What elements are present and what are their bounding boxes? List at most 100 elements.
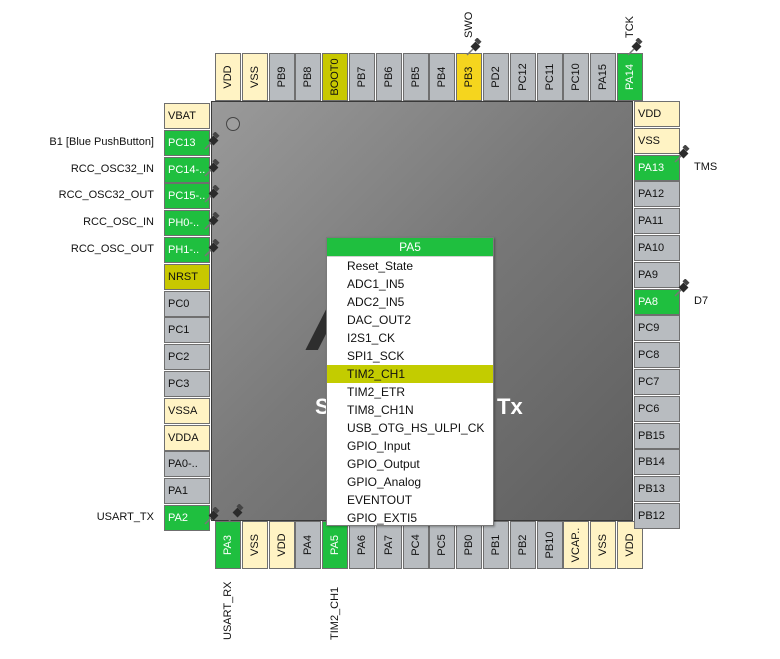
pin-bottom-pb2[interactable]: PB2: [509, 521, 536, 569]
pin-left-pc2[interactable]: PC2: [164, 344, 210, 371]
menu-item-eventout[interactable]: EVENTOUT: [347, 493, 413, 507]
menu-item-spi1-sck[interactable]: SPI1_SCK: [347, 349, 405, 363]
pushpin-icon: [204, 158, 220, 177]
pin-bottom-vss[interactable]: VSS: [590, 521, 617, 569]
pin-left-pc13[interactable]: PC13: [164, 129, 210, 156]
pin-left-vssa[interactable]: VSSA: [164, 397, 210, 424]
pin-bottom-vdd[interactable]: VDD: [268, 521, 295, 569]
pin-left-vdda[interactable]: VDDA: [164, 424, 210, 451]
menu-item-gpio-output[interactable]: GPIO_Output: [347, 457, 420, 471]
pin-label: VDD: [624, 533, 636, 557]
pin-bottom-pa5[interactable]: PA5: [322, 521, 349, 569]
pin-left-ph1[interactable]: PH1-..: [164, 237, 210, 263]
pin-left-ph0[interactable]: PH0-..: [164, 210, 210, 237]
pin-right-pc9[interactable]: PC9: [634, 315, 680, 342]
pin-top-boot0[interactable]: BOOT0: [322, 53, 349, 101]
pin-bottom-vss[interactable]: VSS: [241, 521, 268, 569]
menu-item-gpio-exti5[interactable]: GPIO_EXTI5: [347, 511, 418, 525]
pushpin-icon: [204, 507, 220, 525]
pin-bottom-pa3[interactable]: PA3: [215, 521, 241, 569]
menu-item-gpio-input[interactable]: GPIO_Input: [347, 439, 411, 453]
pin-label: PA10: [638, 242, 665, 254]
pin-left-pc0[interactable]: PC0: [164, 290, 210, 317]
pin-top-pc12[interactable]: PC12: [509, 53, 536, 101]
pin-right-pc8[interactable]: PC8: [634, 342, 680, 369]
pin-right-vdd[interactable]: VDD: [634, 101, 680, 127]
pin-top-pc11[interactable]: PC11: [536, 53, 563, 101]
pin-left-pc15[interactable]: PC15-..: [164, 183, 210, 210]
pin-bottom-pc4[interactable]: PC4: [402, 521, 429, 569]
pushpin-icon: [204, 131, 220, 150]
pin-top-pa15[interactable]: PA15: [590, 53, 617, 101]
pin-right-pb14[interactable]: PB14: [634, 449, 680, 476]
pin-left-pa0[interactable]: PA0-..: [164, 451, 210, 478]
menu-item-reset-state[interactable]: Reset_State: [347, 259, 414, 273]
pin-left-pa2[interactable]: PA2: [164, 505, 210, 531]
menu-item-tim2-ch1[interactable]: TIM2_CH1: [327, 365, 493, 383]
pin-right-pb13[interactable]: PB13: [634, 476, 680, 503]
pin-top-pc10[interactable]: PC10: [563, 53, 590, 101]
pin-label: PA14: [624, 63, 636, 91]
pin-right-pa10[interactable]: PA10: [634, 235, 680, 261]
pin-bottom-pa6[interactable]: PA6: [349, 521, 375, 569]
pin-top-pb3[interactable]: PB3: [456, 53, 483, 101]
pin-left-pa1[interactable]: PA1: [164, 478, 210, 505]
menu-item-tim2-etr[interactable]: TIM2_ETR: [347, 385, 406, 399]
pushpin-icon: [204, 185, 220, 203]
pin-left-pc1[interactable]: PC1: [164, 317, 210, 344]
menu-item-adc2-in5[interactable]: ADC2_IN5: [347, 295, 405, 309]
pin-bottom-pc5[interactable]: PC5: [429, 521, 456, 569]
pin-right-pb12[interactable]: PB12: [634, 503, 680, 529]
signal-label: B1 [Blue PushButton]: [49, 135, 154, 148]
pin-top-pb9[interactable]: PB9: [268, 53, 295, 101]
menu-item-tim8-ch1n[interactable]: TIM8_CH1N: [347, 403, 414, 417]
pin-left-pc14[interactable]: PC14-..: [164, 156, 210, 183]
pin-top-vss[interactable]: VSS: [241, 53, 268, 101]
pin-bottom-vdd[interactable]: VDD: [617, 521, 643, 569]
pin-top-pb4[interactable]: PB4: [429, 53, 456, 101]
pin-bottom-pb10[interactable]: PB10: [536, 521, 563, 569]
pin-right-pa11[interactable]: PA11: [634, 208, 680, 235]
pin-label: NRST: [168, 270, 198, 283]
pin-top-pb7[interactable]: PB7: [349, 53, 375, 101]
pin-label: VDDA: [168, 431, 199, 444]
pin-label: BOOT0: [329, 58, 342, 96]
pin-bottom-vcap[interactable]: VCAP..: [563, 521, 590, 569]
pin-right-pa9[interactable]: PA9: [634, 261, 680, 288]
pin-label: PB8: [302, 66, 315, 88]
signal-label: SWO: [463, 11, 476, 38]
pin-bottom-pa7[interactable]: PA7: [375, 521, 402, 569]
pin-label: PC9: [638, 322, 660, 335]
pin-label: VDD: [275, 533, 288, 557]
pin-right-vss[interactable]: VSS: [634, 127, 680, 154]
menu-item-i2s1-ck[interactable]: I2S1_CK: [347, 331, 396, 345]
pushpin-icon: [674, 144, 690, 163]
pin-top-pd2[interactable]: PD2: [483, 53, 509, 101]
pin-left-vbat[interactable]: VBAT: [164, 103, 210, 129]
pin-bottom-pb1[interactable]: PB1: [483, 521, 509, 569]
pin-right-pb15[interactable]: PB15: [634, 422, 680, 449]
pin-left-nrst[interactable]: NRST: [164, 263, 210, 290]
pin-top-pb8[interactable]: PB8: [295, 53, 322, 101]
pin-top-pb5[interactable]: PB5: [402, 53, 429, 101]
pin-label: VCAP..: [570, 527, 583, 563]
pin-right-pa13[interactable]: PA13: [634, 154, 680, 181]
menu-item-dac-out2[interactable]: DAC_OUT2: [347, 313, 412, 327]
menu-item-usb-otg-hs-ulpi-ck[interactable]: USB_OTG_HS_ULPI_CK: [347, 421, 485, 435]
pin-top-pa14[interactable]: PA14: [617, 53, 643, 101]
pin-label: PA1: [168, 485, 188, 498]
menu-item-adc1-in5[interactable]: ADC1_IN5: [347, 277, 405, 291]
pin-right-pc7[interactable]: PC7: [634, 369, 680, 395]
menu-item-gpio-analog[interactable]: GPIO_Analog: [347, 475, 422, 489]
pin-top-pb6[interactable]: PB6: [375, 53, 402, 101]
pin-bottom-pa4[interactable]: PA4: [295, 521, 322, 569]
pin-label: PB10: [543, 531, 556, 559]
pin-bottom-pb0[interactable]: PB0: [456, 521, 483, 569]
pin-left-pc3[interactable]: PC3: [164, 371, 210, 397]
pin-top-vdd[interactable]: VDD: [215, 53, 241, 101]
pin-label: VDD: [222, 65, 234, 89]
pin-right-pa8[interactable]: PA8: [634, 288, 680, 315]
pin-right-pc6[interactable]: PC6: [634, 395, 680, 422]
pin-right-pa12[interactable]: PA12: [634, 181, 680, 208]
